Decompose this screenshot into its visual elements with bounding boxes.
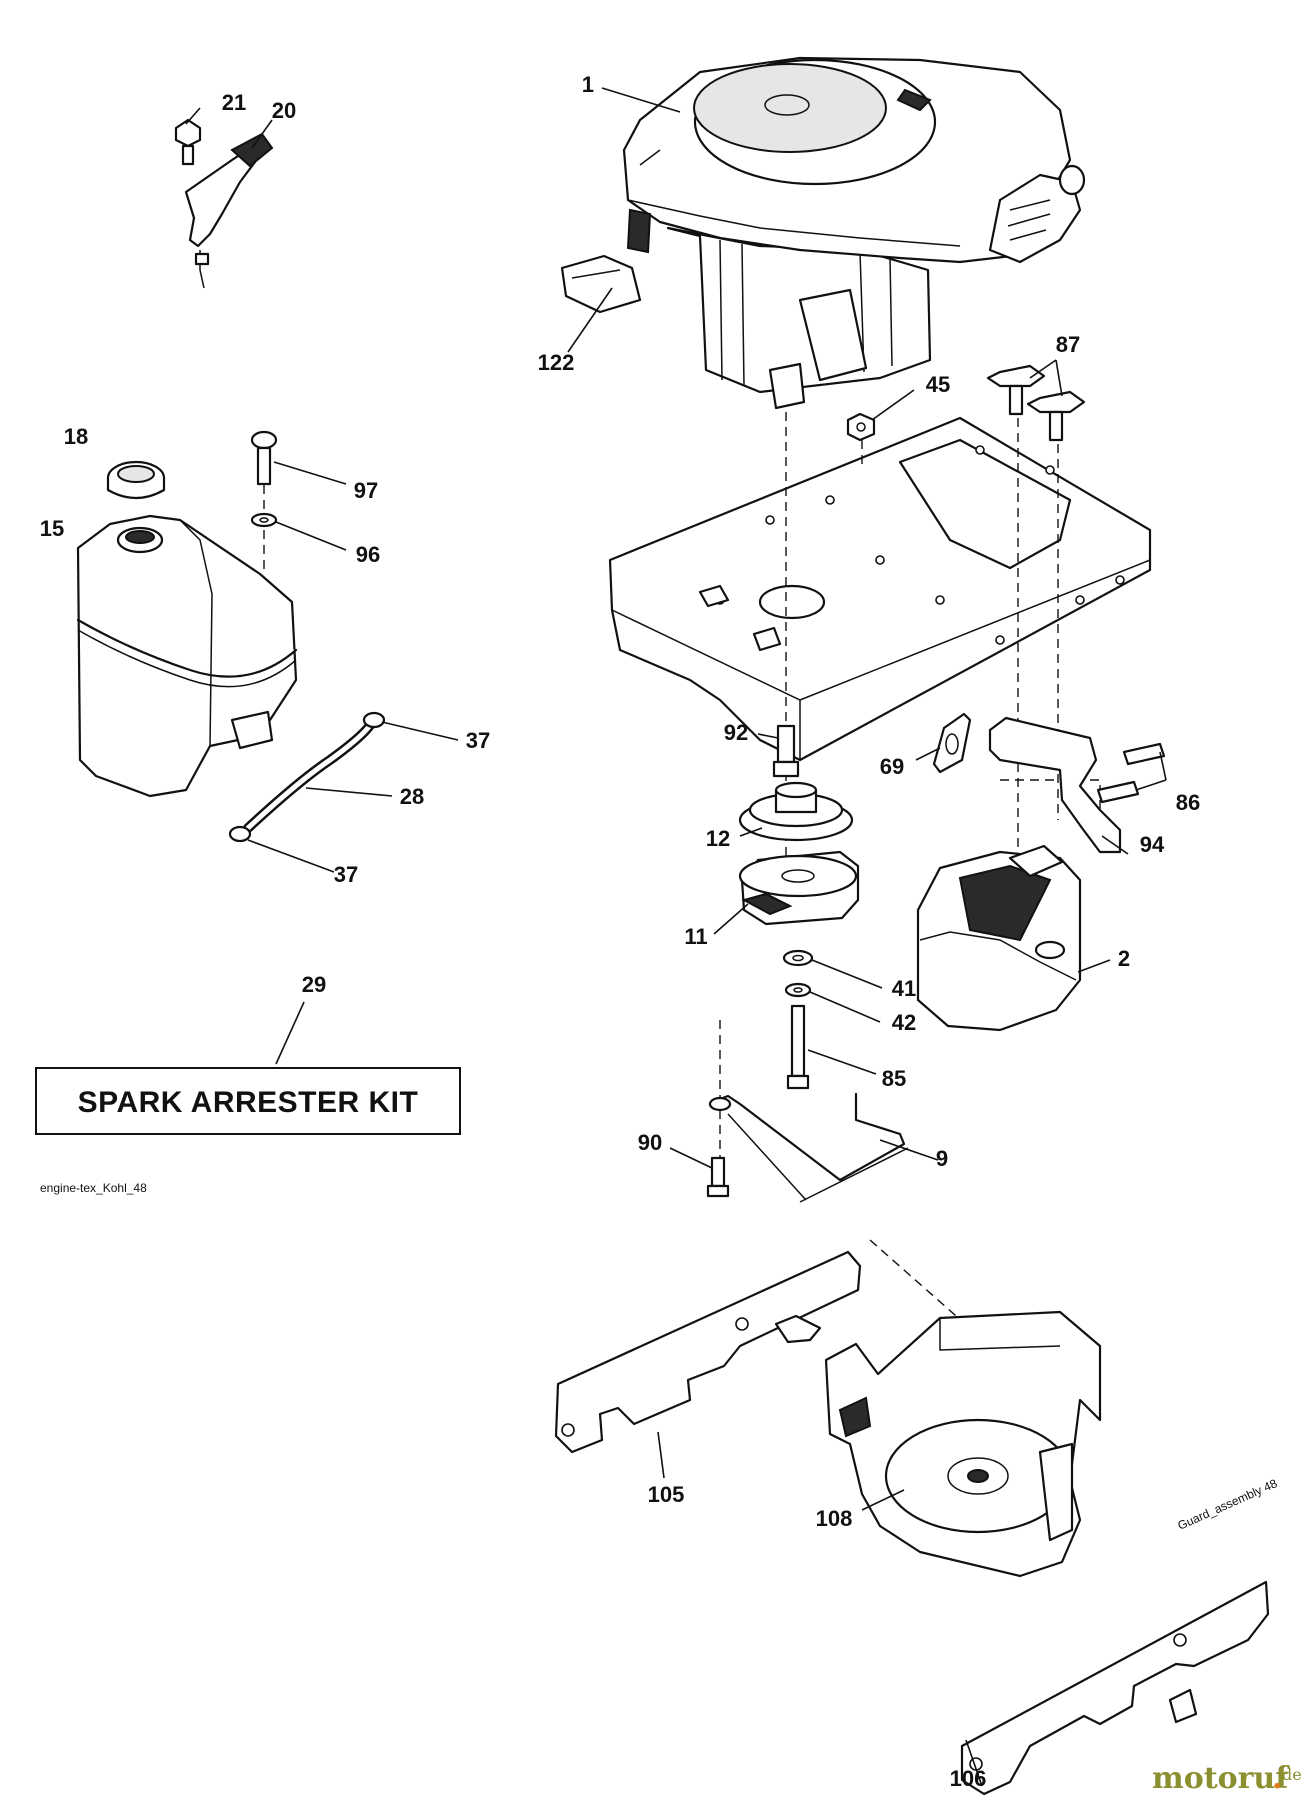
leader-lines [185, 87, 1167, 1787]
spark-arrester-kit-box: SPARK ARRESTER KIT [35, 1067, 461, 1135]
drawing-reference: engine-tex_Kohl_48 [40, 1181, 147, 1195]
guard-mounting-bolt [774, 1314, 822, 1344]
callout-87: 87 [1056, 332, 1080, 357]
part-21-screw [174, 118, 202, 166]
callout-37-lower: 37 [334, 862, 358, 887]
part-87-bolts [986, 364, 1086, 442]
callout-37-upper: 37 [466, 728, 490, 753]
part-41-washer [782, 949, 814, 967]
callout-92: 92 [724, 720, 748, 745]
part-18-fuel-cap [106, 460, 166, 500]
part-28-fuel-line [243, 717, 377, 833]
callout-122: 122 [538, 350, 575, 375]
part-92-bolt [772, 724, 800, 778]
callout-20: 20 [272, 98, 296, 123]
callout-106: 106 [950, 1766, 987, 1791]
callout-29: 29 [302, 972, 326, 997]
part-86-screws [1096, 742, 1166, 804]
callouts: 1 21 20 122 45 87 18 97 15 96 37 28 37 9… [40, 72, 1200, 1791]
watermark-dot: . [1272, 1761, 1282, 1796]
part-105-bracket [554, 1250, 862, 1454]
callout-45: 45 [926, 372, 950, 397]
callout-1: 1 [582, 72, 594, 97]
callout-105: 105 [648, 1482, 685, 1507]
callout-12: 12 [706, 826, 730, 851]
callout-9: 9 [936, 1146, 948, 1171]
part-12-pulley [738, 781, 854, 842]
part-45-nut [846, 412, 876, 442]
watermark-main: motoruf [1152, 1761, 1290, 1796]
spark-arrester-kit-label: SPARK ARRESTER KIT [78, 1086, 419, 1119]
engine [622, 56, 1086, 410]
part-9-rod [708, 1092, 909, 1203]
callout-85: 85 [882, 1066, 906, 1091]
callout-42: 42 [892, 1010, 916, 1035]
callout-41: 41 [892, 976, 916, 1001]
part-94-exhaust-pipe [988, 716, 1122, 854]
part-122-guard-plate [560, 254, 642, 314]
part-85-long-bolt [786, 1004, 810, 1090]
part-108-guard-housing [824, 1310, 1102, 1578]
part-106-bracket [960, 1580, 1270, 1796]
part-96-washer [250, 512, 278, 528]
part-37-clamp-lower [228, 825, 252, 843]
callout-21: 21 [222, 90, 246, 115]
part-15-fuel-tank [76, 514, 298, 798]
callout-96: 96 [356, 542, 380, 567]
callout-94: 94 [1140, 832, 1165, 857]
watermark-tld: de [1282, 1765, 1302, 1784]
callout-90: 90 [638, 1130, 662, 1155]
callout-15: 15 [40, 516, 64, 541]
part-42-washer [784, 982, 812, 998]
part-11-clutch [738, 850, 860, 926]
callout-28: 28 [400, 784, 424, 809]
part-69-gasket [932, 712, 972, 774]
callout-2: 2 [1118, 946, 1130, 971]
callout-11: 11 [684, 924, 707, 949]
part-20-throttle-control [184, 132, 274, 289]
callout-108: 108 [816, 1506, 853, 1531]
part-37-clamp-upper [362, 711, 386, 729]
callout-97: 97 [354, 478, 378, 503]
guard-assembly-note: Guard_assembly 48 [1176, 1476, 1280, 1533]
callout-86: 86 [1176, 790, 1200, 815]
callout-69: 69 [880, 754, 904, 779]
chassis-frame [608, 416, 1152, 762]
callout-18: 18 [64, 424, 88, 449]
part-90-screw [706, 1156, 730, 1198]
part-2-muffler [916, 844, 1082, 1032]
motoruf-watermark: motoruf . de [1152, 1761, 1302, 1796]
part-97-screw [250, 430, 278, 486]
